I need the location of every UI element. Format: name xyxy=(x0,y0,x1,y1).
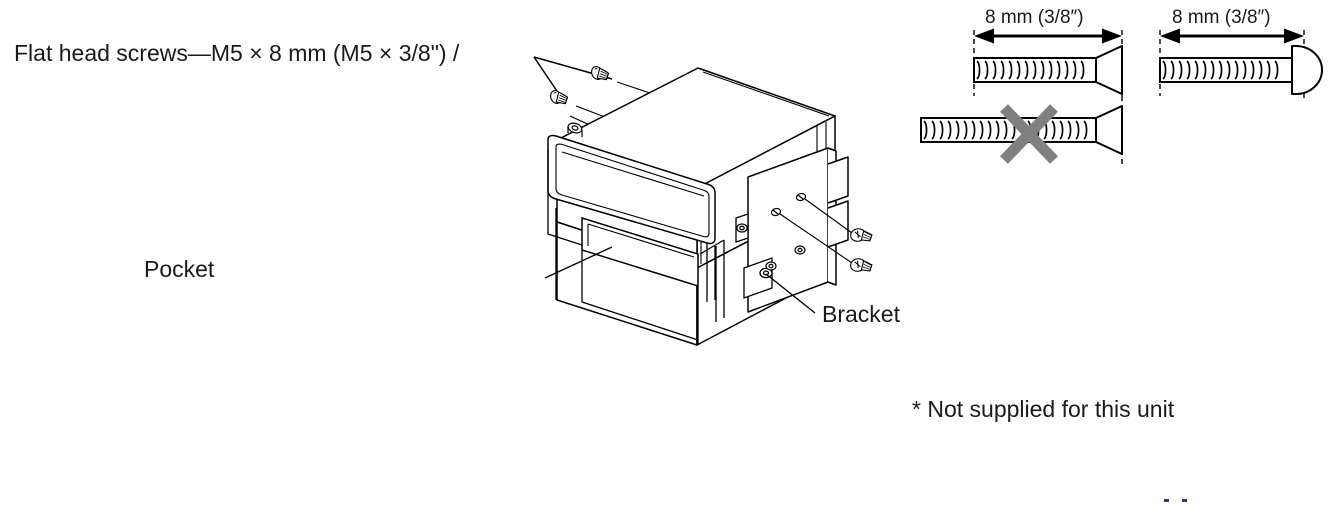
display-faceplate xyxy=(547,134,716,245)
leader-line-pocket xyxy=(544,246,613,279)
bracket-screw-lower xyxy=(847,255,874,276)
prohibition-cross-icon xyxy=(1000,104,1058,164)
screw-reference-long-prohibited xyxy=(920,96,1123,168)
label-flat-head-screws: Flat head screws—M5 × 8 mm (M5 × 3/8") / xyxy=(14,40,460,66)
bracket-hole-upper-right xyxy=(795,192,807,202)
label-pocket: Pocket xyxy=(144,256,215,282)
leader-line-bracket xyxy=(765,273,816,314)
leader-lines-flat-head-screws xyxy=(533,56,613,104)
screw-reference-round-head xyxy=(1159,28,1323,100)
footer-mark-right xyxy=(1182,499,1187,502)
dimension-arrow-right xyxy=(1160,28,1304,44)
label-not-supplied-note: * Not supplied for this unit xyxy=(912,396,1175,422)
bracket-hole-lower-left xyxy=(765,261,777,271)
bracket-left-tab xyxy=(735,213,749,243)
top-left-mount-boss xyxy=(567,122,583,137)
bracket-screw-alignment-lines xyxy=(779,198,853,264)
label-dimension-right: 8 mm (3/8″) xyxy=(1172,7,1271,28)
screw-reference-flat-head xyxy=(973,28,1123,96)
dimension-arrow-left xyxy=(974,28,1122,44)
display-faceplate-inner xyxy=(555,143,710,238)
bracket-bottom-tab xyxy=(743,257,773,299)
loose-screw-top-left xyxy=(546,87,569,107)
pocket-opening-inner xyxy=(587,223,695,258)
loose-screw-top-right xyxy=(587,63,610,83)
front-frame-edges xyxy=(547,150,725,345)
label-dimension-left: 8 mm (3/8″) xyxy=(985,7,1084,28)
bracket-hole-middle xyxy=(794,245,806,255)
label-bracket: Bracket xyxy=(822,301,900,327)
bracket-screw-upper xyxy=(847,225,874,246)
footer-mark-left xyxy=(1164,499,1169,502)
bracket-hole-upper-left xyxy=(770,207,782,217)
